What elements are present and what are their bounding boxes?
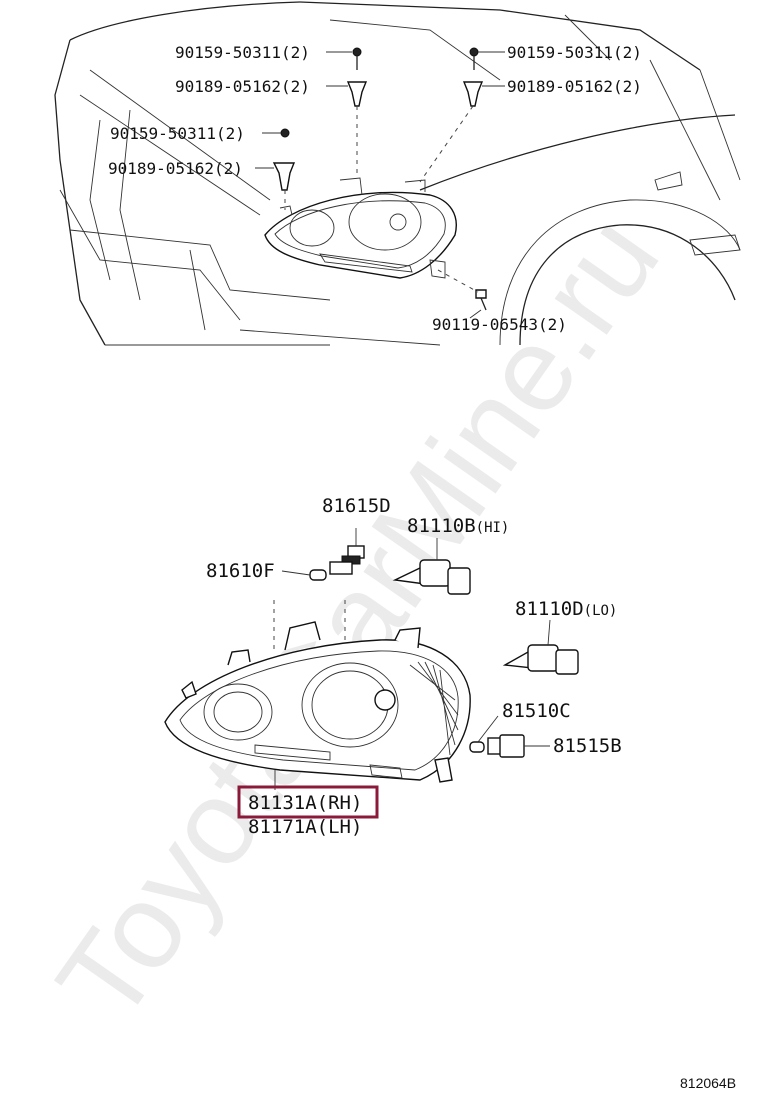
- part-label: 81610F: [206, 560, 275, 582]
- part-label: 81515B: [553, 735, 622, 757]
- part-label: 90189-05162(2): [108, 159, 243, 178]
- part-label: 90159-50311(2): [507, 43, 642, 62]
- part-label-highlighted[interactable]: 81131A(RH): [248, 792, 362, 814]
- headlamp-assembly-illustration: [164, 600, 471, 790]
- part-label: 90189-05162(2): [507, 77, 642, 96]
- part-label: 90189-05162(2): [175, 77, 310, 96]
- car-front-illustration: [54, 1, 741, 346]
- clip-icon: [462, 81, 484, 107]
- clip-icon: [346, 81, 368, 107]
- lo-beam-bulb-icon: [502, 619, 579, 675]
- bolt-icon: [475, 289, 487, 311]
- part-label: 90159-50311(2): [175, 43, 310, 62]
- small-bulb-icon: [281, 569, 327, 581]
- part-label: 81110B(HI): [407, 515, 509, 537]
- diagram-code: 812064B: [680, 1075, 736, 1091]
- bolt-icon: [352, 47, 362, 70]
- part-label: 81510C: [502, 700, 571, 722]
- part-label: 81110D(LO): [515, 598, 617, 620]
- part-label: 90159-50311(2): [110, 124, 245, 143]
- nut-icon: [280, 128, 290, 138]
- clip-icon: [272, 162, 296, 191]
- part-label: 81171A(LH): [248, 816, 362, 838]
- part-label: 90119-06543(2): [432, 315, 567, 334]
- side-socket-icon: [487, 734, 550, 758]
- bulb-socket-icon: [329, 528, 365, 575]
- part-label: 81615D: [322, 495, 391, 517]
- side-bulb-icon: [469, 715, 499, 753]
- hi-beam-bulb-icon: [392, 538, 471, 595]
- highlight-box: [237, 785, 379, 819]
